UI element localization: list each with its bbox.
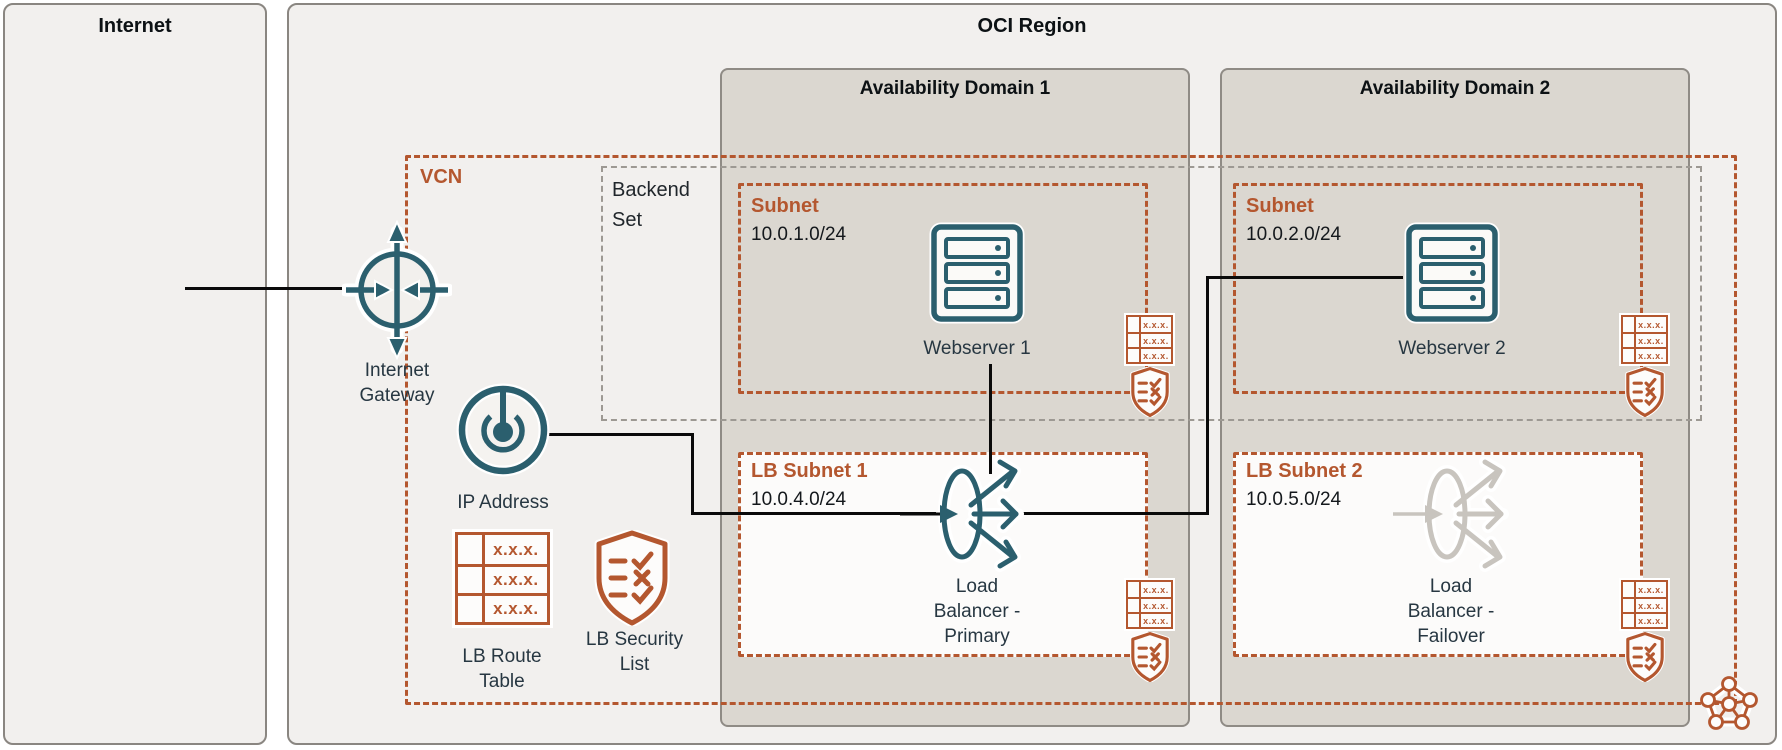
- lb-security-list-icon: [592, 530, 672, 626]
- subnet-2-cidr: 10.0.2.0/24: [1246, 224, 1342, 245]
- connector-webserver1-to-lb: [989, 364, 992, 474]
- webserver1-label: Webserver 1: [923, 338, 1031, 359]
- route-table-icon: x.x.x. x.x.x. x.x.x.: [1619, 313, 1670, 366]
- load-balancer-failover-label: Load Balancer - Failover: [1407, 576, 1495, 648]
- backend-set-boundary: [601, 166, 1702, 421]
- subnet-1-title: Subnet: [751, 195, 819, 217]
- ip-address-label: IP Address: [457, 492, 549, 513]
- subnet-1-cidr: 10.0.1.0/24: [751, 224, 847, 245]
- subnet-2-box: [1233, 183, 1643, 394]
- vcn-network-icon: [1700, 673, 1758, 731]
- lb-route-table-icon: x.x.x. x.x.x. x.x.x.: [452, 529, 553, 628]
- internet-panel: Internet: [3, 3, 267, 745]
- security-list-icon: [1624, 367, 1666, 417]
- vcn-boundary: [405, 155, 1737, 705]
- connector-to-webserver2: [1206, 276, 1403, 279]
- vcn-label: VCN: [420, 166, 463, 188]
- availability-domain-1-title: Availability Domain 1: [859, 78, 1051, 99]
- lb-subnet-1-cidr: 10.0.4.0/24: [751, 489, 847, 510]
- backend-set-label-line2: Set: [612, 209, 643, 231]
- lb-subnet-2-title: LB Subnet 2: [1246, 460, 1363, 482]
- load-balancer-primary-label: Load Balancer - Primary: [933, 576, 1021, 648]
- connector-mid-vertical: [1206, 276, 1209, 515]
- backend-set-label: Backend Set: [612, 175, 690, 235]
- load-balancer-primary-icon: [900, 457, 1050, 577]
- internet-gateway-label: Internet Gateway: [327, 358, 467, 408]
- connector-internet-to-gateway: [185, 287, 355, 290]
- route-table-row: x.x.x.: [458, 593, 547, 622]
- connector-ip-vertical: [691, 433, 694, 515]
- lb-subnet-1-title: LB Subnet 1: [751, 460, 868, 482]
- internet-gateway-label-line1: Internet: [364, 360, 430, 381]
- webserver1-icon: [928, 222, 1026, 324]
- backend-set-label-line1: Backend: [612, 179, 690, 201]
- oci-region-title: OCI Region: [977, 15, 1087, 37]
- ip-address-icon: [455, 382, 551, 478]
- route-table-icon: x.x.x. x.x.x. x.x.x.: [1619, 578, 1670, 631]
- route-table-icon: x.x.x. x.x.x. x.x.x.: [1124, 313, 1175, 366]
- webserver2-icon: [1403, 222, 1501, 324]
- webserver2-label: Webserver 2: [1398, 338, 1506, 359]
- security-list-icon: [1129, 632, 1171, 682]
- lb-security-list-label: LB Security List: [585, 629, 684, 676]
- subnet-1-box: [738, 183, 1148, 394]
- internet-gateway-label-line2: Gateway: [359, 385, 435, 407]
- lb-route-table-label: LB Route Table: [462, 646, 542, 693]
- connector-ip-horizontal: [548, 433, 694, 436]
- connector-ip-to-lb: [691, 512, 936, 515]
- route-table-row: x.x.x.: [458, 535, 547, 564]
- subnet-2-title: Subnet: [1246, 195, 1314, 217]
- route-table-icon: x.x.x. x.x.x. x.x.x.: [1124, 578, 1175, 631]
- security-list-icon: [1624, 632, 1666, 682]
- internet-gateway-icon: [342, 220, 452, 360]
- lb-subnet-2-cidr: 10.0.5.0/24: [1246, 489, 1342, 510]
- connector-lb-out: [1016, 512, 1209, 515]
- route-table-row: x.x.x.: [458, 564, 547, 593]
- load-balancer-failover-icon: [1385, 457, 1535, 577]
- availability-domain-2-title: Availability Domain 2: [1359, 78, 1551, 99]
- security-list-icon: [1129, 367, 1171, 417]
- internet-panel-title: Internet: [98, 15, 172, 37]
